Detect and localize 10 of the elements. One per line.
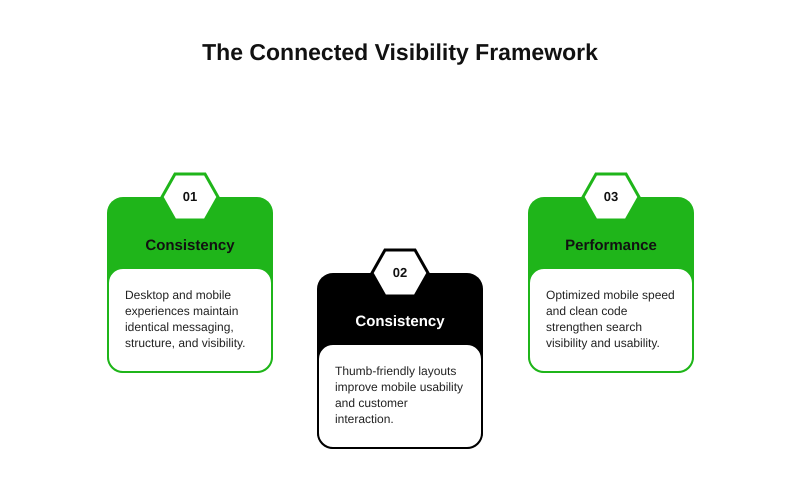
card-heading: Performance [564, 237, 658, 254]
step-number: 01 [182, 189, 198, 204]
description-panel: Desktop and mobile experiences maintain identical messaging, structure, and visibility. [107, 267, 273, 373]
card-heading: Consistency [144, 237, 236, 254]
diagram-title: The Connected Visibility Framework [201, 38, 599, 67]
description-panel: Optimized mobile speed and clean code strengthen search visibility and usability. [528, 267, 694, 373]
card-heading: Consistency [354, 313, 446, 330]
step-number: 02 [392, 265, 408, 280]
step-number: 03 [602, 189, 620, 204]
description-panel: Thumb-friendly layouts improve mobile usability and customer interaction. [317, 343, 483, 449]
